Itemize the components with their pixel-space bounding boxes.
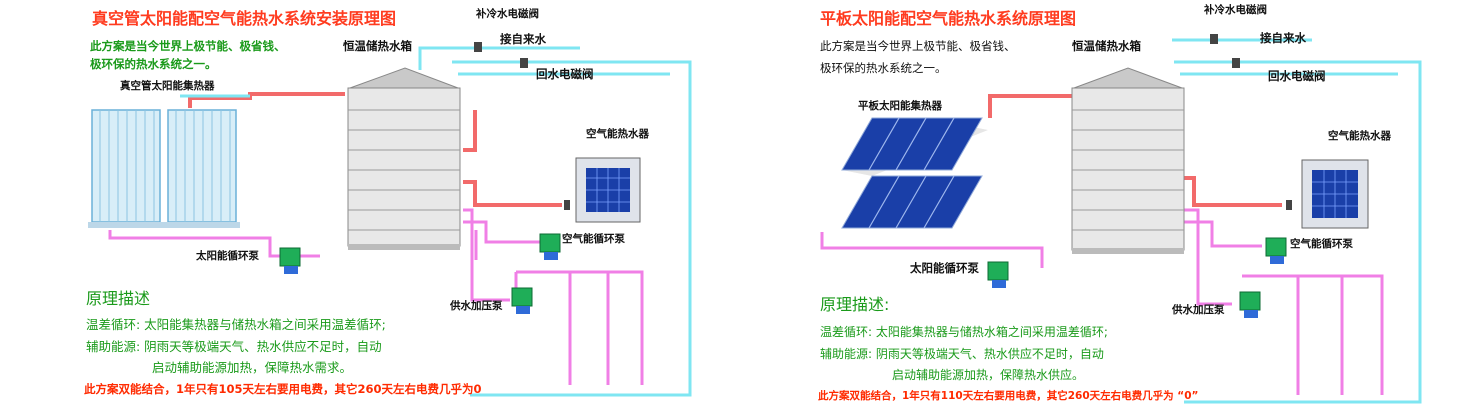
- tank-label: 恒温储热水箱: [1072, 39, 1141, 53]
- principle-heading: 原理描述:: [820, 295, 890, 314]
- footer-note: 此方案双能结合，1年只有110天左右要用电费，其它260天左右电费几乎为 “0”: [818, 390, 1199, 402]
- principle-heading: 原理描述: [86, 289, 151, 308]
- footer-note: 此方案双能结合，1年只有105天左右要用电费，其它260天左右电费几乎为0: [84, 382, 482, 396]
- heat-pump-graphic: [575, 157, 641, 223]
- tank-label: 恒温储热水箱: [343, 39, 412, 53]
- supply-pump-label: 供水加压泵: [450, 300, 503, 312]
- air-pump-label: 空气能循环泵: [562, 233, 625, 245]
- intro-line-1: 此方案是当今世界上极节能、极省钱、: [820, 39, 1016, 53]
- heat-pump-label: 空气能热水器: [586, 128, 649, 140]
- cold-valve-label: 补冷水电磁阀: [476, 8, 539, 20]
- heat-pump-graphic: [1301, 159, 1369, 229]
- tap-water-label: 接自来水: [500, 32, 546, 46]
- flat-plate-system-diagram: 平板太阳能配空气能热水系统原理图 此方案是当今世界上极节能、极省钱、 极环保的热…: [812, 0, 1442, 412]
- storage-tank-graphic: [347, 67, 461, 250]
- principle-line-3: 启动辅助能源加热，保障热水需求。: [152, 360, 353, 375]
- cold-water-pipes: [1172, 38, 1422, 404]
- pump-graphics: [279, 233, 561, 314]
- principle-line-1: 温差循环: 太阳能集热器与储热水箱之间采用温差循环;: [820, 325, 1108, 339]
- flat-plate-collector-graphic: [841, 117, 988, 229]
- cold-valve-label: 补冷水电磁阀: [1204, 4, 1267, 16]
- pump-graphics: [987, 237, 1287, 318]
- intro-line-2: 极环保的热水系统之一。: [90, 57, 217, 71]
- supply-pump-label: 供水加压泵: [1172, 304, 1225, 316]
- principle-line-2: 辅助能源: 阴雨天等极端天气、热水供应不足时，自动: [86, 339, 382, 354]
- hot-water-pipes: [188, 92, 562, 207]
- solar-pump-label: 太阳能循环泵: [910, 261, 979, 275]
- tap-water-label: 接自来水: [1260, 31, 1306, 45]
- vacuum-tube-collector-graphic: [88, 109, 240, 228]
- collector-label: 真空管太阳能集热器: [120, 80, 215, 92]
- flat-plate-diagram-graphic: [820, 34, 1422, 404]
- principle-line-1: 温差循环: 太阳能集热器与储热水箱之间采用温差循环;: [86, 317, 386, 332]
- valve-graphics: [474, 42, 570, 210]
- collector-label: 平板太阳能集热器: [858, 100, 942, 112]
- return-valve-label: 回水电磁阀: [536, 67, 594, 81]
- vacuum-tube-system-diagram: 真空管太阳能配空气能热水系统安装原理图 此方案是当今世界上极节能、极省钱、 极环…: [80, 0, 720, 412]
- supply-pipes: [820, 208, 1384, 395]
- intro-line-1: 此方案是当今世界上极节能、极省钱、: [90, 39, 286, 53]
- solar-pump-label: 太阳能循环泵: [196, 250, 259, 262]
- cold-water-pipes: [180, 46, 692, 397]
- principle-line-3: 启动辅助能源加热，保障热水供应。: [892, 368, 1085, 382]
- diagram-title: 真空管太阳能配空气能热水系统安装原理图: [92, 9, 397, 28]
- diagram-title: 平板太阳能配空气能热水系统原理图: [820, 9, 1077, 28]
- vacuum-diagram-graphic: [88, 42, 692, 397]
- principle-line-2: 辅助能源: 阴雨天等极端天气、热水供应不足时，自动: [820, 347, 1104, 361]
- valve-graphics: [1210, 34, 1292, 210]
- heat-pump-label: 空气能热水器: [1328, 130, 1391, 142]
- hot-water-pipes: [988, 94, 1282, 207]
- air-pump-label: 空气能循环泵: [1290, 238, 1353, 250]
- storage-tank-graphic: [1071, 67, 1185, 254]
- return-valve-label: 回水电磁阀: [1268, 69, 1326, 83]
- intro-line-2: 极环保的热水系统之一。: [820, 61, 947, 75]
